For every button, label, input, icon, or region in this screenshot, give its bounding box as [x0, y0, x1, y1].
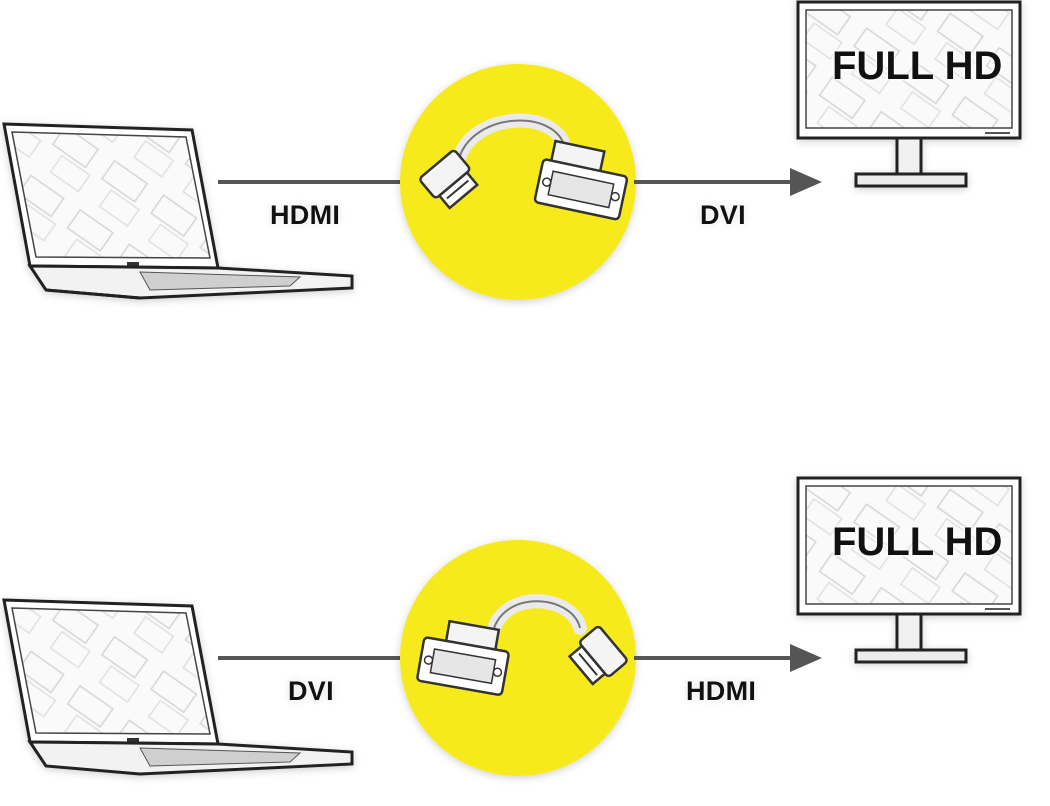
monitor-screen-text: FULL HD	[832, 520, 1003, 564]
hdmi-connector-icon	[419, 149, 479, 210]
adapter-cable-icon	[416, 594, 628, 696]
adapter-cable-icon	[419, 113, 629, 221]
hdmi-connector-icon	[567, 625, 628, 686]
connection-row-dvi-to-hdmi: DVI HDMI FULL HD	[0, 476, 1050, 806]
output-label: DVI	[700, 200, 746, 230]
row-diagram	[2, 0, 1022, 300]
laptop-icon	[2, 122, 354, 300]
adapter-circle	[400, 64, 636, 300]
monitor-icon	[796, 0, 1022, 188]
dvi-connector-icon	[416, 619, 510, 696]
connection-row-hdmi-to-dvi: HDMI DVI FULL HD	[0, 0, 1050, 330]
input-label: HDMI	[270, 200, 341, 230]
dvi-connector-icon	[533, 139, 629, 221]
monitor-screen-text: FULL HD	[832, 44, 1003, 88]
laptop-icon	[2, 598, 354, 776]
arrow-icon	[790, 644, 822, 672]
adapter-circle	[400, 540, 636, 776]
arrow-icon	[790, 168, 822, 196]
row-diagram	[2, 476, 1022, 776]
input-label: DVI	[288, 676, 334, 706]
output-label: HDMI	[686, 676, 757, 706]
monitor-icon	[796, 476, 1022, 664]
